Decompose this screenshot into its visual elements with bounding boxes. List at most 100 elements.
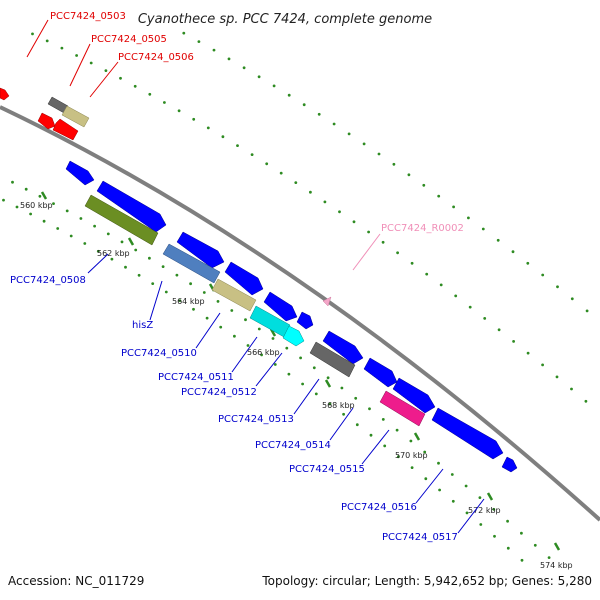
scale-dot [585, 309, 589, 313]
scale-dot [570, 297, 574, 301]
scale-dot [163, 101, 166, 104]
scale-dot [24, 187, 28, 191]
gene-label-0516[interactable]: PCC7424_0516 [341, 502, 417, 513]
scale-dot [397, 455, 400, 459]
gene-feature-blue[interactable] [65, 160, 95, 186]
gene-feature-blue[interactable] [224, 261, 264, 296]
scale-label: 560 kbp [20, 201, 53, 210]
scale-tick [553, 542, 561, 551]
scale-dot [192, 117, 196, 121]
scale-dot [452, 205, 455, 209]
scale-dot [189, 282, 193, 286]
gene-feature-0506-b[interactable] [52, 118, 79, 141]
scale-dot [584, 399, 588, 403]
scale-dot [438, 488, 441, 492]
scale-dot [299, 356, 302, 360]
scale-dot [425, 272, 429, 276]
scale-dot [93, 224, 96, 228]
scale-tick [40, 191, 48, 200]
gene-feature-0513[interactable] [309, 341, 356, 378]
leader-line [352, 233, 381, 271]
scale-dot [148, 92, 152, 96]
scale-label: 566 kbp [247, 348, 280, 357]
scale-dot [205, 316, 209, 320]
gene-label-0514[interactable]: PCC7424_0514 [255, 440, 331, 451]
scale-dot [454, 294, 458, 298]
scale-dot [323, 200, 327, 204]
gene-feature-blue[interactable] [322, 330, 364, 365]
topology-summary-text: Topology: circular; Length: 5,942,652 bp… [261, 574, 592, 588]
gene-label-0506[interactable]: PCC7424_0506 [118, 52, 194, 63]
leader-line [457, 498, 485, 534]
scale-label: 572 kbp [468, 506, 501, 515]
scale-dot [137, 273, 141, 277]
gene-label-0513[interactable]: PCC7424_0513 [218, 414, 294, 425]
scale-dot [478, 496, 482, 499]
scale-dot [15, 205, 19, 209]
scale-dot [65, 209, 69, 213]
gene-label-0508[interactable]: PCC7424_0508 [10, 275, 86, 286]
scale-dot [287, 372, 291, 376]
scale-ticks [40, 191, 561, 551]
gene-label-0512[interactable]: PCC7424_0512 [181, 387, 257, 398]
leader-line [293, 378, 320, 415]
scale-dot [134, 248, 138, 252]
gene-feature-blue[interactable] [263, 291, 298, 322]
gene-feature-0505[interactable] [61, 105, 90, 128]
gene-label-0503[interactable]: PCC7424_0503 [50, 11, 126, 22]
scale-dot [219, 325, 223, 329]
scale-dot [119, 76, 122, 80]
gene-label-0511[interactable]: PCC7424_0511 [158, 372, 234, 383]
scale-dot [120, 240, 124, 244]
gene-feature-0512[interactable] [282, 325, 305, 347]
gene-label-0510[interactable]: PCC7424_0510 [121, 348, 197, 359]
scale-ring-dots [2, 31, 589, 562]
gene-feature-blue[interactable] [501, 456, 518, 473]
gene-feature-blue[interactable] [431, 407, 504, 460]
scale-dot [326, 376, 330, 380]
gene-label-hisz[interactable]: hisZ [132, 320, 153, 331]
gene-label-r0002[interactable]: PCC7424_R0002 [381, 223, 464, 234]
scale-dot [75, 54, 78, 57]
scale-dot [29, 212, 32, 216]
gene-feature-blue[interactable] [363, 357, 398, 388]
scale-dot [437, 194, 441, 198]
gene-feature-blue[interactable] [176, 231, 225, 269]
gene-feature-0506[interactable] [37, 112, 56, 130]
scale-dot [2, 198, 5, 202]
scale-dot [409, 439, 413, 443]
scale-dot [257, 75, 261, 79]
gene-feature-0510[interactable] [211, 278, 257, 312]
scale-dot [236, 144, 239, 148]
scale-dot [541, 273, 545, 277]
scale-dot [287, 93, 291, 97]
scale-label: 570 kbp [395, 451, 428, 460]
gene-feature-blue[interactable] [296, 311, 314, 330]
gene-feature-blue[interactable] [96, 180, 167, 233]
scale-dot [177, 109, 181, 113]
scale-dot [465, 511, 469, 515]
gene-feature-0508[interactable] [84, 194, 159, 246]
scale-dot [161, 265, 165, 268]
scale-dot [148, 256, 151, 260]
scale-dot [354, 396, 358, 400]
scale-dot [227, 57, 231, 61]
leader-line [69, 43, 91, 87]
gene-label-0517[interactable]: PCC7424_0517 [382, 532, 458, 543]
gene-feature-r0002[interactable] [322, 296, 332, 307]
gene-label-0505[interactable]: PCC7424_0505 [91, 34, 167, 45]
gene-feature-0515[interactable] [379, 390, 426, 427]
scale-label: 574 kbp [540, 561, 573, 570]
scale-dot [265, 162, 269, 166]
scale-dot [506, 546, 510, 550]
scale-dot [314, 392, 318, 396]
gene-feature-blue[interactable] [392, 377, 436, 414]
scale-dot [312, 366, 316, 370]
scale-dot [352, 220, 356, 224]
scale-label: 562 kbp [97, 249, 130, 258]
gene-feature-red[interactable] [0, 87, 10, 101]
gene-feature-hisz[interactable] [162, 243, 221, 284]
gene-label-0515[interactable]: PCC7424_0515 [289, 464, 365, 475]
gene-feature-0511[interactable] [249, 305, 291, 338]
